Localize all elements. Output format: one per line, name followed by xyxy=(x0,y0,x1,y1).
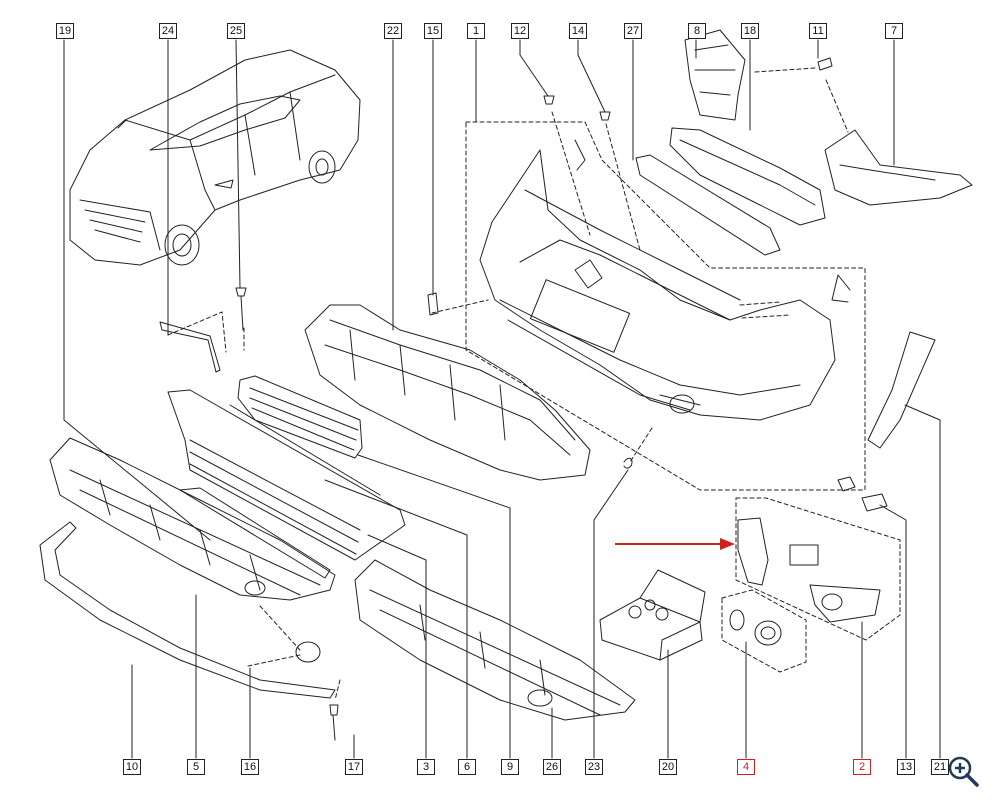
assembly-guides xyxy=(167,67,849,701)
red-arrow-icon xyxy=(615,538,735,550)
side-strip xyxy=(867,331,936,449)
spoiler-strip xyxy=(39,521,336,699)
callout-2[interactable]: 2 xyxy=(853,759,871,775)
bumper-brackets xyxy=(635,29,973,256)
callout-9[interactable]: 9 xyxy=(501,759,519,775)
callout-20[interactable]: 20 xyxy=(659,759,677,775)
leader-lines xyxy=(63,39,941,759)
callout-19[interactable]: 19 xyxy=(56,23,74,39)
fasteners xyxy=(159,57,833,741)
callout-25[interactable]: 25 xyxy=(227,23,245,39)
callout-15[interactable]: 15 xyxy=(424,23,442,39)
callout-12[interactable]: 12 xyxy=(511,23,529,39)
callout-5[interactable]: 5 xyxy=(187,759,205,775)
callout-8[interactable]: 8 xyxy=(688,23,706,39)
callout-18[interactable]: 18 xyxy=(741,23,759,39)
fixings-kit-box xyxy=(599,569,706,661)
callout-7[interactable]: 7 xyxy=(885,23,903,39)
callout-3[interactable]: 3 xyxy=(417,759,435,775)
callout-14[interactable]: 14 xyxy=(569,23,587,39)
callout-26[interactable]: 26 xyxy=(543,759,561,775)
impact-absorber xyxy=(304,304,591,481)
callout-1[interactable]: 1 xyxy=(467,23,485,39)
callout-27[interactable]: 27 xyxy=(624,23,642,39)
callout-13[interactable]: 13 xyxy=(897,759,915,775)
grille-trim xyxy=(179,487,331,579)
zoom-in-button[interactable] xyxy=(946,754,980,788)
callout-22[interactable]: 22 xyxy=(384,23,402,39)
zoom-in-icon xyxy=(948,756,979,787)
callout-17[interactable]: 17 xyxy=(345,759,363,775)
callout-21[interactable]: 21 xyxy=(931,759,949,775)
front-bumper xyxy=(479,149,851,421)
group-frames xyxy=(465,121,901,673)
callout-23[interactable]: 23 xyxy=(585,759,603,775)
callout-24[interactable]: 24 xyxy=(159,23,177,39)
callout-16[interactable]: 16 xyxy=(241,759,259,775)
callout-6[interactable]: 6 xyxy=(458,759,476,775)
callout-11[interactable]: 11 xyxy=(809,23,827,39)
car-illustration xyxy=(69,49,361,266)
lower-grille xyxy=(167,389,406,561)
upper-grille xyxy=(237,375,363,459)
fog-lamp-parts xyxy=(729,476,888,646)
under-panel xyxy=(354,559,636,721)
callout-10[interactable]: 10 xyxy=(123,759,141,775)
callout-4[interactable]: 4 xyxy=(737,759,755,775)
